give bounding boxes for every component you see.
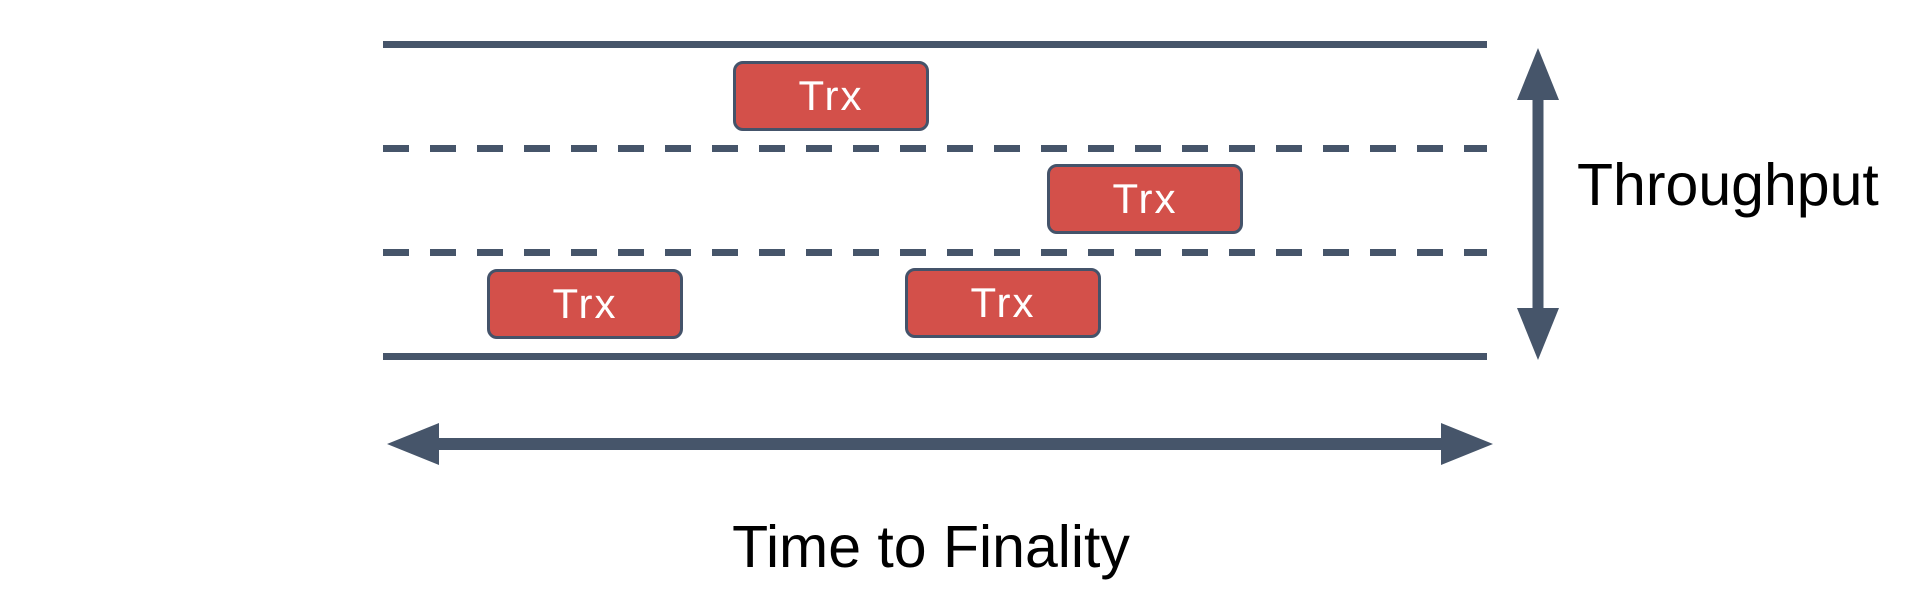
trx-box-top-lane: Trx bbox=[733, 61, 929, 131]
lane-divider-2 bbox=[383, 249, 1487, 256]
trx-box-bottom-lane-left: Trx bbox=[487, 269, 683, 339]
trx-label: Trx bbox=[970, 279, 1036, 326]
arrowhead-right-icon bbox=[1441, 423, 1493, 465]
time-to-finality-label: Time to Finality bbox=[732, 514, 1130, 580]
trx-box-middle-lane: Trx bbox=[1047, 164, 1243, 234]
road-bottom-line bbox=[383, 353, 1487, 360]
arrowhead-down-icon bbox=[1517, 308, 1559, 360]
road-top-line bbox=[383, 41, 1487, 48]
arrowhead-up-icon bbox=[1517, 48, 1559, 100]
trx-box-bottom-lane-middle: Trx bbox=[905, 268, 1101, 338]
arrowhead-left-icon bbox=[387, 423, 439, 465]
lane-divider-1 bbox=[383, 145, 1487, 152]
throughput-double-arrow-icon bbox=[1517, 48, 1559, 360]
trx-label: Trx bbox=[1112, 175, 1178, 222]
trx-label: Trx bbox=[798, 72, 864, 119]
trx-label: Trx bbox=[552, 280, 618, 327]
throughput-label: Throughput bbox=[1577, 152, 1879, 218]
time-to-finality-double-arrow-icon bbox=[387, 423, 1493, 465]
